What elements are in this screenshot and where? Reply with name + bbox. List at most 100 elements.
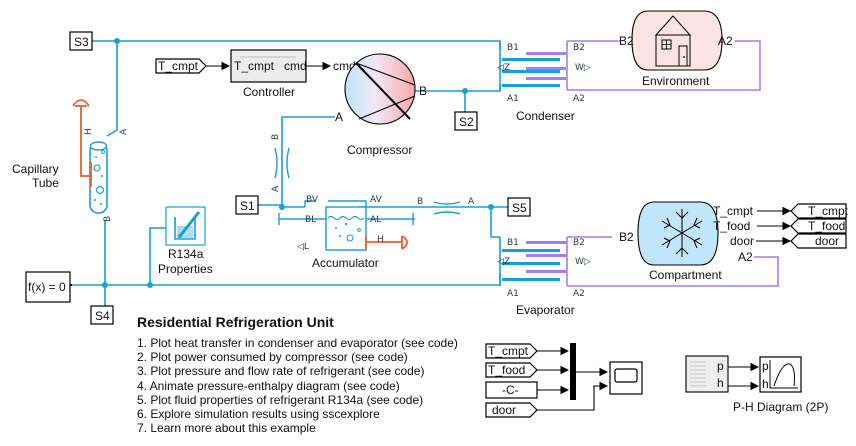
svg-text:A1: A1 bbox=[507, 94, 519, 104]
svg-text:◁L: ◁L bbox=[297, 242, 309, 252]
svg-text:S2: S2 bbox=[459, 115, 474, 129]
svg-text:Condenser: Condenser bbox=[516, 109, 575, 123]
link-animate-ph[interactable]: 4. Animate pressure-enthalpy diagram (se… bbox=[137, 378, 400, 393]
sensor-s4[interactable]: S4 bbox=[90, 285, 114, 325]
svg-text:T_food: T_food bbox=[808, 219, 845, 233]
svg-text:B: B bbox=[419, 84, 427, 98]
svg-text:AV: AV bbox=[370, 195, 383, 205]
solver-configuration-block[interactable]: f(x) = 0 bbox=[25, 271, 72, 303]
svg-text:T_food: T_food bbox=[713, 219, 750, 233]
snowflake-icon bbox=[661, 209, 703, 257]
svg-text:B: B bbox=[103, 216, 113, 222]
sensor-s5[interactable]: S5 bbox=[507, 197, 531, 217]
goto-tag-t-cmpt[interactable]: T_cmpt bbox=[790, 203, 849, 219]
from-tag-t-food-scope[interactable]: T_food bbox=[485, 362, 538, 378]
svg-text:Compartment: Compartment bbox=[649, 268, 722, 282]
svg-text:H: H bbox=[84, 128, 94, 135]
svg-text:A: A bbox=[335, 110, 343, 124]
svg-text:P-H Diagram (2P): P-H Diagram (2P) bbox=[733, 400, 828, 414]
svg-text:BL: BL bbox=[305, 215, 316, 225]
svg-text:T_cmpt: T_cmpt bbox=[808, 204, 849, 218]
svg-text:door: door bbox=[730, 234, 754, 248]
svg-text:◁Z: ◁Z bbox=[497, 63, 510, 73]
sensor-s2[interactable]: S2 bbox=[454, 111, 478, 131]
evaporator-block[interactable]: B1 B2 ◁Z W▷ A1 A2 Evaporator bbox=[497, 237, 591, 317]
svg-text:AL: AL bbox=[370, 215, 381, 225]
r134a-properties-block[interactable]: R134a Properties bbox=[158, 206, 213, 276]
condenser-block[interactable]: B1 B2 ◁Z W▷ A1 A2 Condenser bbox=[497, 41, 591, 123]
goto-tag-t-food[interactable]: T_food bbox=[790, 218, 847, 234]
controller-block[interactable]: T_cmpt cmd Controller bbox=[230, 49, 307, 99]
svg-text:B1: B1 bbox=[507, 43, 519, 53]
svg-text:A2: A2 bbox=[573, 94, 585, 104]
svg-text:door: door bbox=[815, 234, 839, 248]
environment-block[interactable]: B2 A2 Environment bbox=[619, 10, 733, 88]
link-plot-power[interactable]: 2. Plot power consumed by compressor (se… bbox=[137, 350, 408, 365]
svg-text:door: door bbox=[492, 403, 516, 417]
from-tag-door-scope[interactable]: door bbox=[485, 402, 538, 418]
svg-text:T_cmpt: T_cmpt bbox=[234, 59, 275, 73]
ph-sensor-block[interactable]: p h bbox=[685, 355, 729, 393]
svg-text:T_food: T_food bbox=[488, 363, 525, 377]
svg-text:cmd: cmd bbox=[284, 59, 307, 73]
accumulator-block[interactable]: BV AV BL AL ◁L H Accumulator bbox=[278, 195, 415, 270]
goto-tag-door[interactable]: door bbox=[790, 233, 847, 249]
svg-text:Accumulator: Accumulator bbox=[312, 256, 379, 270]
from-tag-t-cmpt[interactable]: T_cmpt bbox=[155, 58, 207, 74]
ph-diagram-block[interactable]: p h P-H Diagram (2P) bbox=[733, 356, 828, 414]
svg-text:Environment: Environment bbox=[642, 74, 710, 88]
svg-text:p: p bbox=[762, 359, 769, 373]
svg-text:A: A bbox=[271, 185, 281, 192]
compartment-block[interactable]: B2 A2 T_cmpt T_food door Compartment bbox=[619, 201, 754, 282]
svg-text:Controller: Controller bbox=[243, 85, 295, 99]
svg-text:S1: S1 bbox=[240, 199, 255, 213]
svg-text:h: h bbox=[717, 376, 724, 390]
sensor-s1[interactable]: S1 bbox=[235, 195, 259, 215]
svg-text:R134a: R134a bbox=[168, 247, 204, 261]
from-tag-t-cmpt-scope[interactable]: T_cmpt bbox=[485, 343, 538, 359]
svg-text:W▷: W▷ bbox=[575, 257, 591, 267]
model-annotation: Residential Refrigeration Unit 1. Plot h… bbox=[137, 314, 458, 435]
svg-text:A: A bbox=[119, 128, 129, 135]
svg-text:Properties: Properties bbox=[158, 262, 213, 276]
capillary-tube-block[interactable]: H A B Capillary Tube bbox=[12, 99, 129, 222]
svg-text:B: B bbox=[417, 197, 423, 207]
svg-text:cmd: cmd bbox=[333, 59, 356, 73]
svg-text:S5: S5 bbox=[512, 201, 527, 215]
svg-text:B1: B1 bbox=[507, 238, 519, 248]
svg-text:A2: A2 bbox=[718, 34, 733, 48]
svg-text:Tube: Tube bbox=[32, 176, 59, 190]
svg-text:A2: A2 bbox=[738, 250, 753, 264]
svg-text:S3: S3 bbox=[74, 35, 89, 49]
mux-block[interactable] bbox=[570, 343, 576, 400]
svg-text:A: A bbox=[468, 197, 475, 207]
svg-text:Evaporator: Evaporator bbox=[516, 303, 575, 317]
link-learn-more[interactable]: 7. Learn more about this example bbox=[137, 421, 316, 436]
svg-text:h: h bbox=[762, 377, 769, 391]
svg-text:B2: B2 bbox=[573, 238, 585, 248]
svg-text:T_cmpt: T_cmpt bbox=[713, 204, 754, 218]
svg-text:BV: BV bbox=[306, 195, 319, 205]
compressor-block[interactable]: cmd A B Compressor bbox=[333, 53, 427, 157]
sensor-s3[interactable]: S3 bbox=[69, 31, 93, 51]
svg-text:B2: B2 bbox=[619, 34, 634, 48]
svg-text:B2: B2 bbox=[619, 230, 634, 244]
constant-block[interactable]: -C- bbox=[485, 381, 538, 399]
svg-text:S4: S4 bbox=[95, 309, 110, 323]
svg-text:f(x) = 0: f(x) = 0 bbox=[28, 280, 66, 294]
svg-text:Compressor: Compressor bbox=[347, 143, 412, 157]
svg-text:W▷: W▷ bbox=[575, 63, 591, 73]
model-title: Residential Refrigeration Unit bbox=[137, 314, 334, 330]
link-plot-pressure-flow[interactable]: 3. Plot pressure and flow rate of refrig… bbox=[137, 364, 425, 379]
link-plot-heat-transfer[interactable]: 1. Plot heat transfer in condenser and e… bbox=[137, 336, 458, 350]
svg-text:A1: A1 bbox=[507, 289, 519, 299]
thermal-wires bbox=[567, 40, 779, 287]
link-sscexplore[interactable]: 6. Explore simulation results using ssce… bbox=[137, 407, 380, 422]
link-plot-fluid-properties[interactable]: 5. Plot fluid properties of refrigerant … bbox=[137, 392, 424, 407]
svg-text:H: H bbox=[377, 235, 384, 245]
pipe-mid-block[interactable]: B A bbox=[417, 197, 475, 215]
svg-text:p: p bbox=[717, 359, 724, 373]
pipe-left-block[interactable]: B A bbox=[271, 134, 290, 192]
scope-block[interactable] bbox=[609, 361, 643, 395]
